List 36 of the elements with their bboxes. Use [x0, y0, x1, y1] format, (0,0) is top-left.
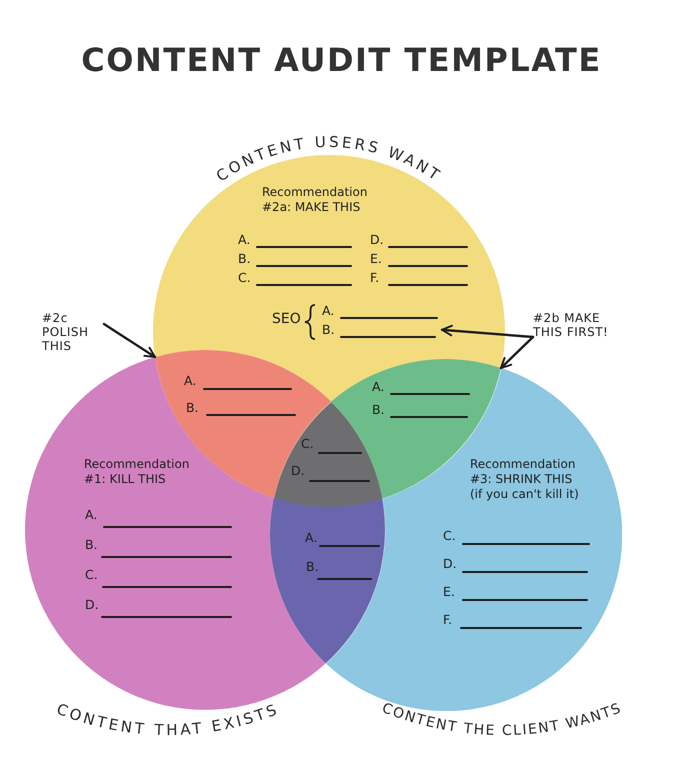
list-letter: B. [322, 322, 335, 337]
list-letter: E. [370, 250, 382, 266]
list-letter: A. [305, 530, 318, 545]
list-letter: F. [370, 270, 380, 285]
seo-label: SEO [272, 310, 301, 328]
list-letter: C. [300, 436, 314, 451]
list-letter: A. [238, 232, 250, 247]
list-letter: C. [84, 566, 98, 582]
list-letter: B. [84, 536, 98, 552]
annotation-text: #2b MAKE THIS FIRST! [533, 311, 633, 339]
list-letter: D. [370, 232, 384, 247]
arrow [102, 322, 156, 358]
annotation-text: #2c POLISH THIS [42, 311, 104, 353]
overlap-region [270, 498, 385, 664]
list-letter: A. [84, 506, 98, 522]
list-letter: B. [186, 400, 199, 415]
list-letter: F. [442, 612, 452, 627]
list-letter: C. [442, 528, 456, 543]
list-letter: A. [322, 302, 334, 318]
list-letter: B. [306, 558, 319, 574]
list-letter: A. [184, 372, 196, 388]
list-letter: A. [372, 379, 384, 394]
list-letter: D. [290, 462, 305, 478]
recommendation-text: Recommendation #3: SHRINK THIS (if you can't kill it) [470, 456, 580, 502]
list-letter: B. [238, 250, 251, 266]
title: CONTENT AUDIT TEMPLATE [81, 40, 602, 80]
list-letter: D. [84, 596, 99, 612]
overlap-region [274, 402, 382, 507]
recommendation-text: Recommendation #2a: MAKE THIS [262, 184, 368, 215]
arrow [440, 324, 534, 338]
list-letter: C. [238, 270, 251, 285]
list-letter: D. [442, 556, 457, 571]
arrow [500, 336, 534, 370]
list-letter: B. [372, 402, 385, 417]
recommendation-text: Recommendation #1: KILL THIS [84, 456, 190, 487]
list-letter: E. [442, 584, 455, 599]
